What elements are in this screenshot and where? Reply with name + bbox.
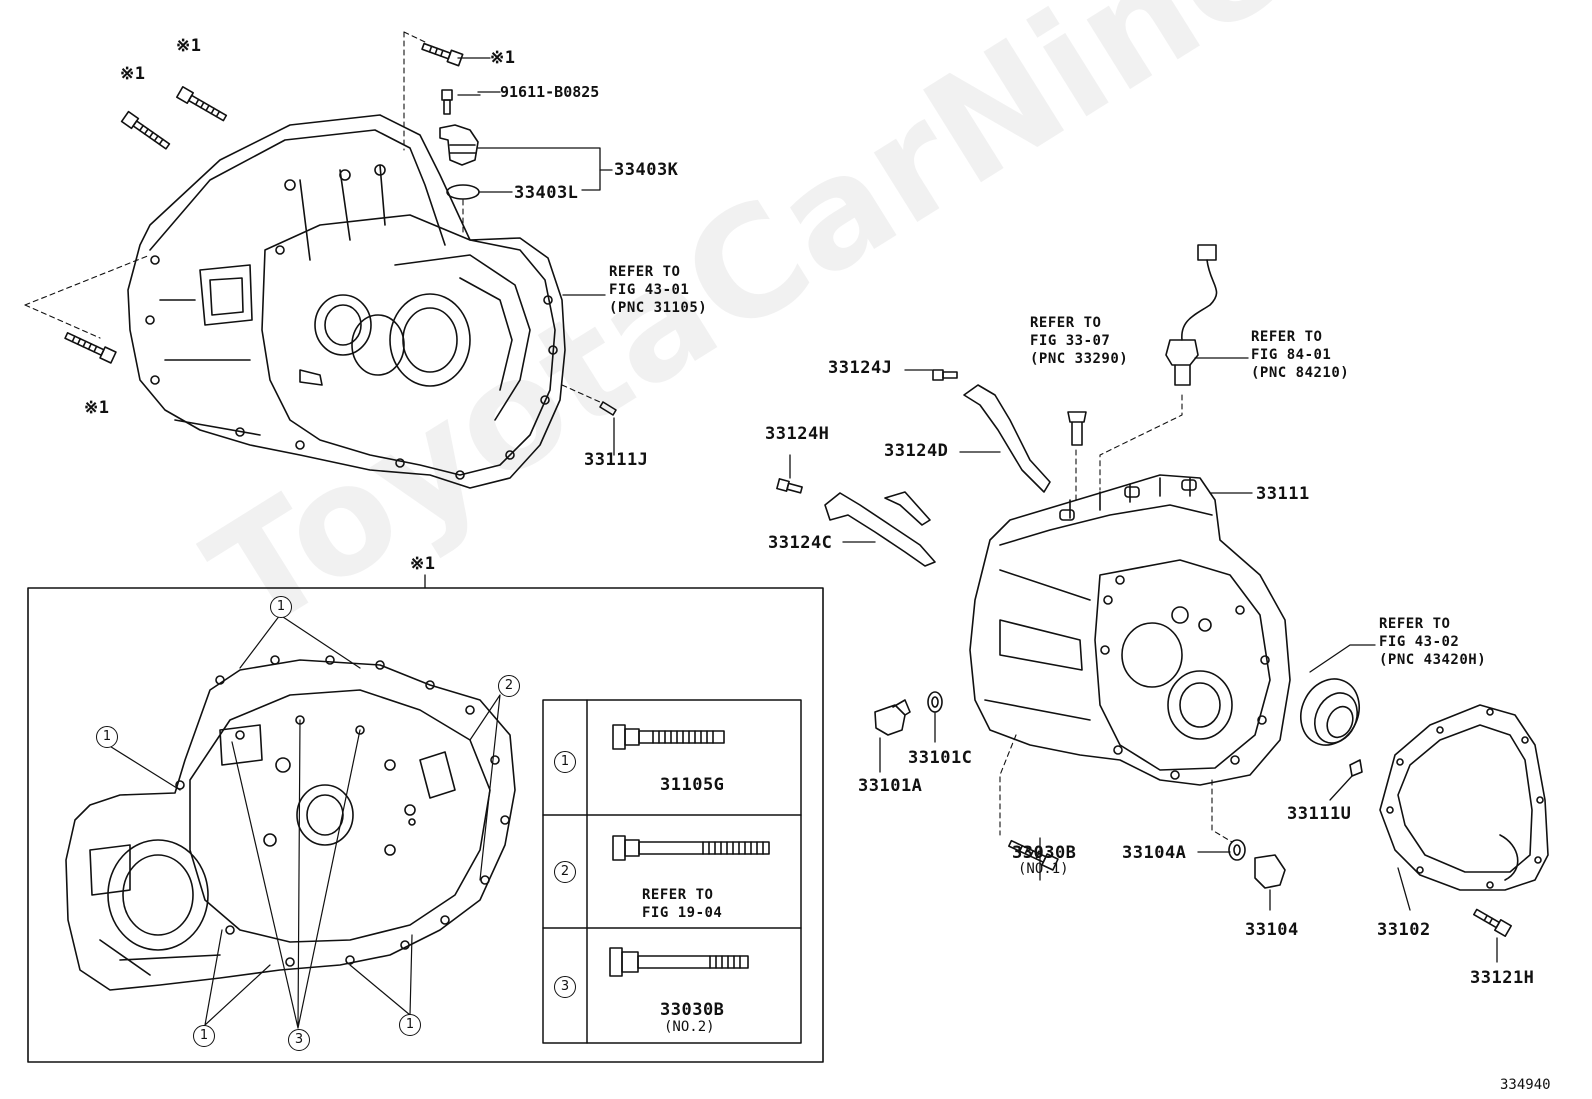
backup-light-switch: [1165, 244, 1218, 386]
part-33111U: 33111U: [1287, 804, 1352, 824]
inset-bubble-1d: 1: [399, 1014, 421, 1036]
inset-marker: ※1: [410, 554, 436, 574]
part-33403L: 33403L: [514, 183, 579, 203]
table-part-33030B-note: (NO.2): [664, 1019, 715, 1035]
case-cover-33102: [1379, 704, 1549, 891]
inset-box: [27, 574, 824, 1063]
part-33124H: 33124H: [765, 424, 830, 444]
part-33101A: 33101A: [858, 776, 923, 796]
part-33121H: 33121H: [1470, 968, 1535, 988]
dashed-lines-top-left: [24, 31, 601, 403]
breather-plug: [1067, 411, 1087, 446]
part-33104: 33104: [1245, 920, 1299, 940]
part-33124C: 33124C: [768, 533, 833, 553]
part-91611-B0825: 91611-B0825: [500, 83, 600, 101]
inset-bubble-1a: 1: [270, 596, 292, 618]
inset-bubble-3: 3: [288, 1029, 310, 1051]
part-33104A: 33104A: [1122, 843, 1187, 863]
table-key-2: 2: [554, 861, 576, 883]
part-33030B-no1-note: (NO.1): [1018, 861, 1069, 877]
bracket-33124D: [963, 384, 1051, 493]
table-part-33030B: 33030B: [660, 1000, 725, 1020]
dowel-pin-33111J: [599, 401, 617, 416]
mark-bolt-1: ※1: [176, 36, 202, 56]
inset-bubble-1b: 1: [96, 726, 118, 748]
part-33403K: 33403K: [614, 160, 679, 180]
part-33111: 33111: [1256, 484, 1310, 504]
bracket-bolts: [776, 369, 1512, 937]
part-33124D: 33124D: [884, 441, 949, 461]
inset-bubble-2: 2: [498, 675, 520, 697]
leaders-right: [789, 357, 1498, 963]
oil-seal: [1300, 678, 1360, 746]
drain-plugs: [874, 691, 1286, 889]
table-key-3: 3: [554, 976, 576, 998]
part-33101C: 33101C: [908, 748, 973, 768]
figure-number: 334940: [1500, 1077, 1551, 1093]
dowel-pin-33111U: [1349, 759, 1363, 777]
housing-bolts: [64, 42, 464, 364]
part-33102: 33102: [1377, 920, 1431, 940]
table-part-31105G: 31105G: [660, 775, 725, 795]
transaxle-case-33111: [969, 474, 1291, 786]
part-33124J: 33124J: [828, 358, 893, 378]
clutch-housing: [127, 114, 566, 489]
dashed-lines-right: [999, 394, 1233, 843]
mark-bolt-4: ※1: [84, 398, 110, 418]
mark-bolt-2: ※1: [120, 64, 146, 84]
table-key-1: 1: [554, 751, 576, 773]
inset-bubble-1c: 1: [193, 1025, 215, 1047]
leaders-top-left: [457, 57, 615, 456]
mark-bolt-3: ※1: [490, 48, 516, 68]
bracket-33124C: [824, 491, 936, 567]
part-33030B-no1: 33030B: [1012, 843, 1077, 863]
part-33111J: 33111J: [584, 450, 649, 470]
